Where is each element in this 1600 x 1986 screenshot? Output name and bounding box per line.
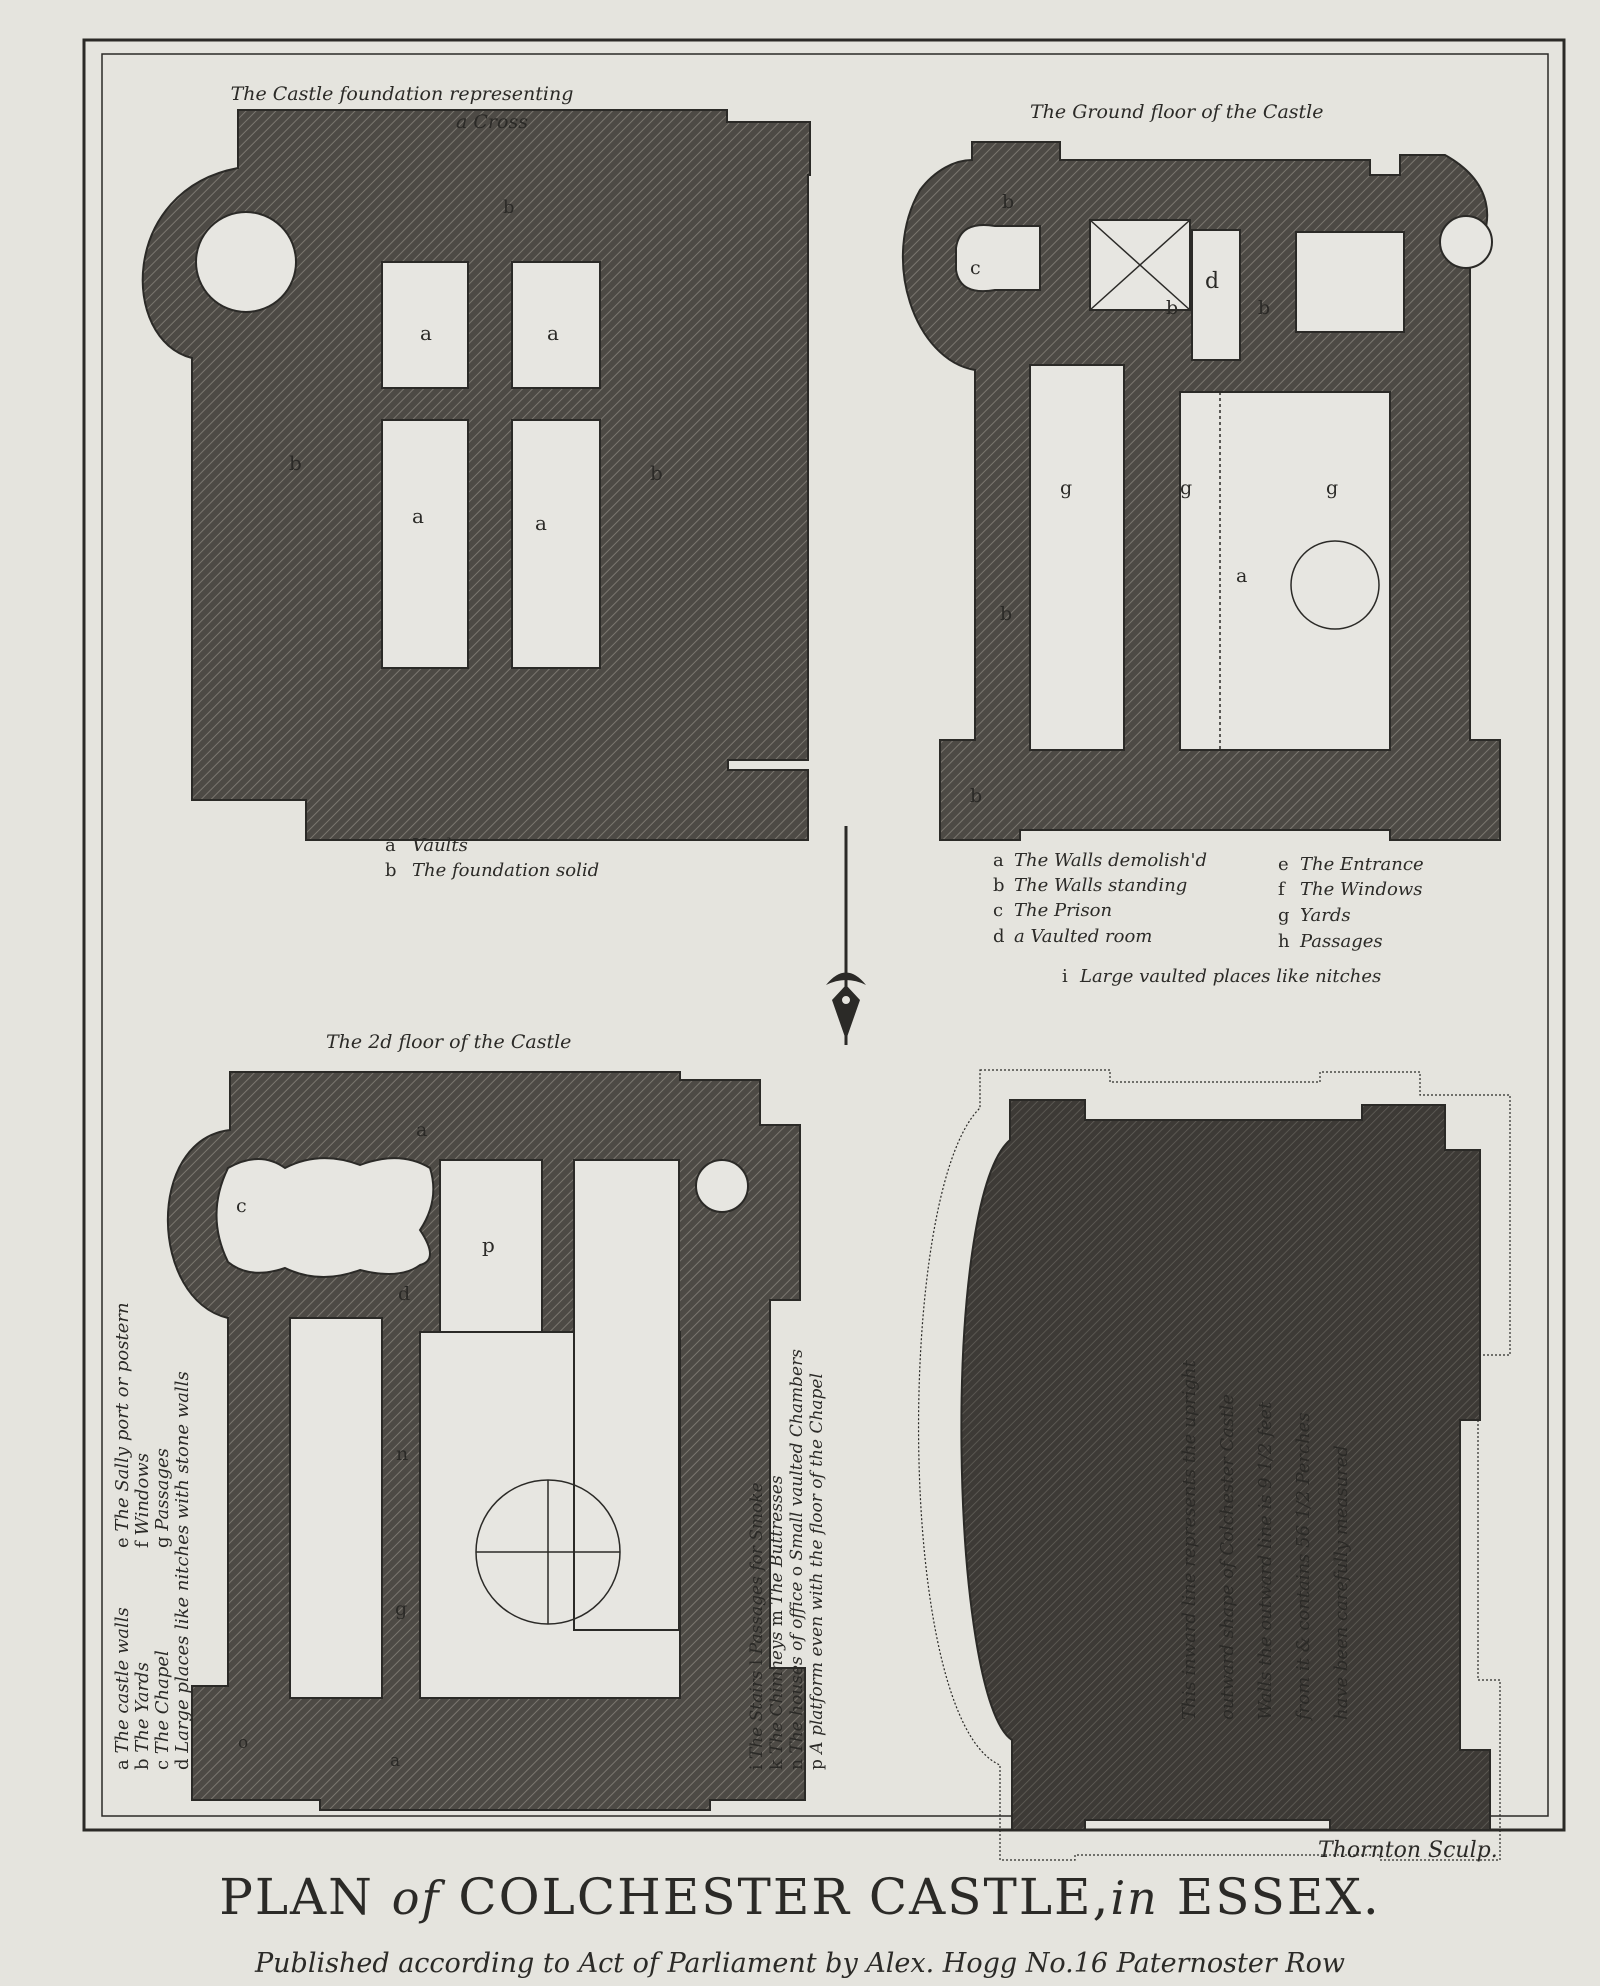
plan1-legend: a Vaults b The foundation solid: [385, 835, 599, 881]
svg-text:The Entrance: The Entrance: [1300, 854, 1424, 875]
svg-text:b: b: [1002, 191, 1014, 213]
svg-text:b: b: [385, 860, 397, 881]
svg-text:The foundation solid: The foundation solid: [412, 860, 599, 881]
svg-text:Large vaulted places like nitc: Large vaulted places like nitches: [1079, 966, 1381, 987]
plan1-label-a: a: [547, 321, 559, 345]
svg-text:e: e: [1278, 854, 1289, 875]
svg-text:f Windows: f Windows: [132, 1453, 153, 1548]
svg-text:a: a: [390, 1751, 400, 1771]
publisher-line: Published according to Act of Parliament…: [255, 1948, 1345, 1979]
svg-text:The Windows: The Windows: [1300, 879, 1423, 900]
svg-text:b: b: [1166, 297, 1178, 319]
svg-text:a: a: [1236, 565, 1247, 587]
svg-text:c: c: [236, 1195, 247, 1217]
svg-text:n The houses of office: n The houses of office o Small vaulted C…: [787, 1349, 807, 1770]
svg-text:b The Yards: b The Yards: [132, 1662, 153, 1770]
svg-text:Yards: Yards: [1300, 905, 1351, 926]
svg-text:outward shape of Colchester Ca: outward shape of Colchester Castle: [1217, 1394, 1238, 1720]
svg-text:b: b: [993, 875, 1005, 896]
svg-text:n: n: [396, 1443, 408, 1465]
svg-text:Vaults: Vaults: [412, 835, 468, 856]
round-tower-void: [195, 211, 297, 313]
svg-text:i: i: [1062, 966, 1068, 987]
svg-text:c: c: [970, 257, 981, 279]
svg-text:g: g: [1180, 477, 1192, 499]
svg-text:The Prison: The Prison: [1014, 900, 1112, 921]
plan2-legend: a The Walls demolish'd b The Walls stand…: [993, 850, 1424, 987]
svg-text:h: h: [1278, 931, 1290, 952]
svg-text:k The Chimneys m The Bu: k The Chimneys m The Buttresses: [767, 1475, 787, 1770]
svg-text:c: c: [993, 900, 1003, 921]
svg-text:a Vaulted room: a Vaulted room: [1014, 926, 1152, 947]
svg-text:This inward line represents th: This inward line represents the upright: [1179, 1359, 1200, 1720]
svg-text:The Walls standing: The Walls standing: [1014, 875, 1187, 896]
plan1-label-b: b: [650, 461, 663, 485]
plan-second-floor: [166, 1071, 806, 1811]
plan1-label-a: a: [535, 511, 547, 535]
plan1-label-a: a: [420, 321, 432, 345]
plan1-title-line1: The Castle foundation representing: [231, 83, 574, 105]
plate-title: PLAN of COLCHESTER CASTLE,in ESSEX.: [219, 1868, 1381, 1926]
svg-text:from it & contains 56 1/2 Perc: from it & contains 56 1/2 Perches: [1293, 1412, 1314, 1722]
svg-text:i The Stairs l Passages: i The Stairs l Passages for Smoke: [747, 1482, 767, 1770]
north-arrow: [826, 826, 866, 1045]
svg-text:g: g: [395, 1598, 407, 1620]
svg-text:e The Sally port or postern: e The Sally port or postern: [112, 1302, 133, 1548]
plan1-title-line2: a Cross: [456, 111, 528, 133]
svg-text:d: d: [398, 1283, 410, 1305]
svg-text:Walls the outward line is 9 1/: Walls the outward line is 9 1/2 feet: [1255, 1401, 1276, 1720]
svg-text:o: o: [238, 1733, 248, 1753]
plan2-title: The Ground floor of the Castle: [1030, 101, 1323, 123]
svg-text:b: b: [970, 785, 982, 807]
plan3-legend-right: i The Stairs l Passages for Smoke k The …: [747, 1349, 827, 1770]
svg-text:g Passages: g Passages: [152, 1448, 173, 1548]
svg-text:b: b: [1258, 297, 1270, 319]
svg-text:d: d: [993, 926, 1005, 947]
svg-text:g: g: [1326, 477, 1338, 499]
svg-text:f: f: [1278, 879, 1286, 900]
svg-text:The Walls demolish'd: The Walls demolish'd: [1014, 850, 1207, 871]
svg-text:b: b: [1000, 603, 1012, 625]
inner-border: [101, 53, 1549, 1817]
svg-text:have been carefully measured: have been carefully measured: [1331, 1445, 1352, 1720]
plan-foundation: [141, 109, 811, 841]
engraver-credit: Thornton Sculp.: [1318, 1838, 1498, 1863]
plan1-label-a: a: [412, 504, 424, 528]
plan3-legend: a The castle walls b The Yards c The Cha…: [112, 1302, 193, 1770]
svg-text:a: a: [993, 850, 1004, 871]
svg-text:p: p: [482, 1233, 495, 1257]
plan1-label-b: b: [503, 197, 515, 218]
svg-text:d Large places like nitches wi: d Large places like nitches with stone w…: [172, 1371, 193, 1770]
plan1-label-b: b: [289, 451, 302, 475]
svg-text:g: g: [1060, 477, 1072, 499]
plan-ground-floor: [901, 141, 1501, 841]
svg-text:Passages: Passages: [1299, 931, 1383, 952]
svg-text:p A platform even with the flo: p A platform even with the floor of the …: [807, 1373, 827, 1770]
plan4-text: This inward line represents the upright …: [1179, 1359, 1352, 1722]
svg-text:c The Chapel: c The Chapel: [152, 1650, 173, 1770]
svg-text:d: d: [1205, 269, 1219, 294]
svg-text:a The castle walls: a The castle walls: [112, 1607, 133, 1770]
plan3-title: The 2d floor of the Castle: [326, 1031, 571, 1053]
svg-text:a: a: [416, 1119, 427, 1141]
outer-border: [82, 38, 1566, 1832]
svg-text:a: a: [385, 835, 396, 856]
svg-text:g: g: [1278, 905, 1290, 926]
plan-outline: [917, 1069, 1511, 1861]
